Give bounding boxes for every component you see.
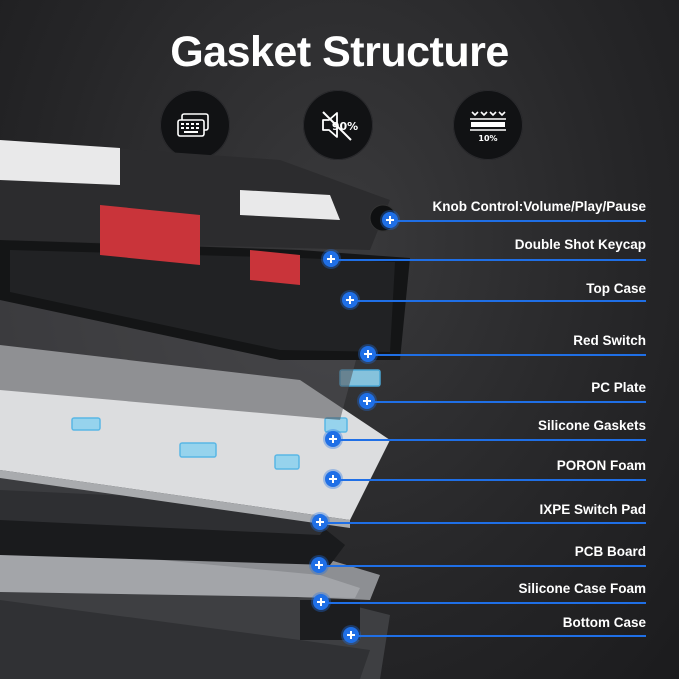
callout-line <box>331 259 646 261</box>
compression-percent-label: 10% <box>478 134 497 143</box>
callout-label: PCB Board <box>574 544 646 559</box>
keyboard-icon <box>160 90 230 160</box>
callout-label: IXPE Switch Pad <box>539 502 646 517</box>
plus-icon[interactable] <box>343 627 359 643</box>
callout-line <box>350 300 646 302</box>
callout-line <box>320 522 646 524</box>
compression-icon: 10% <box>453 90 523 160</box>
callout-line <box>333 439 646 441</box>
plus-icon[interactable] <box>311 557 327 573</box>
plus-icon[interactable] <box>382 212 398 228</box>
callout-label: Silicone Case Foam <box>518 581 646 596</box>
callout-line <box>390 220 646 222</box>
callout-label: Double Shot Keycap <box>514 237 646 252</box>
mute-speaker-icon: 90% <box>303 90 373 160</box>
callout-label: PC Plate <box>591 380 646 395</box>
keycap-layer <box>0 140 390 285</box>
plus-icon[interactable] <box>360 346 376 362</box>
callout-line <box>319 565 646 567</box>
plus-icon[interactable] <box>312 514 328 530</box>
plus-icon[interactable] <box>325 471 341 487</box>
page-title: Gasket Structure <box>170 28 509 76</box>
plus-icon[interactable] <box>325 431 341 447</box>
gasket-marks <box>71 369 381 470</box>
callout-line <box>333 479 646 481</box>
callout-label: Top Case <box>586 281 646 296</box>
plus-icon[interactable] <box>342 292 358 308</box>
callout-line <box>368 354 646 356</box>
plus-icon[interactable] <box>323 251 339 267</box>
callout-label: Knob Control:Volume/Play/Pause <box>432 199 646 214</box>
callout-line <box>321 602 646 604</box>
callout-line <box>367 401 646 403</box>
plus-icon[interactable] <box>313 594 329 610</box>
mute-percent-label: 90% <box>332 120 358 133</box>
callout-label: Red Switch <box>573 333 646 348</box>
callout-label: PORON Foam <box>556 458 646 473</box>
plus-icon[interactable] <box>359 393 375 409</box>
callout-label: Silicone Gaskets <box>537 418 646 433</box>
callout-line <box>351 635 646 637</box>
callout-label: Bottom Case <box>562 615 646 630</box>
